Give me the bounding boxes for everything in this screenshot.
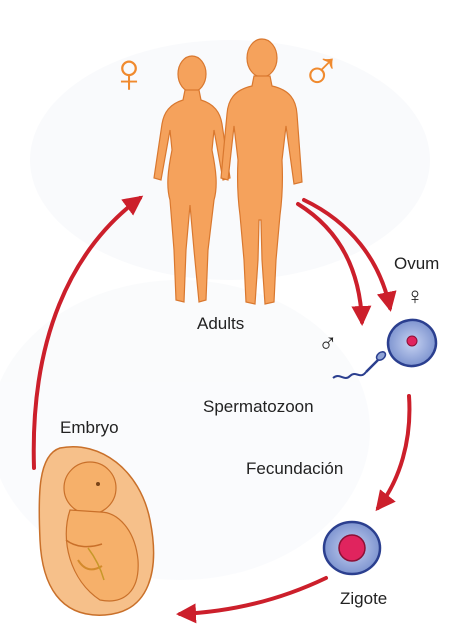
sperm-male-symbol: ♂: [318, 328, 338, 359]
label-adults: Adults: [197, 314, 244, 334]
arrow-zigote-to-embryo: [180, 578, 326, 614]
label-ovum: Ovum: [394, 254, 439, 274]
ovum-cell: [384, 316, 439, 370]
zigote-cell: [324, 522, 380, 574]
male-symbol: ♂: [300, 38, 342, 103]
female-symbol: ♀: [108, 40, 150, 105]
label-embryo: Embryo: [60, 418, 119, 438]
arrow-ovum-to-zigote: [378, 396, 409, 508]
ovum-female-symbol: ♀: [406, 283, 424, 311]
label-zigote: Zigote: [340, 589, 387, 609]
label-fecundacion: Fecundación: [246, 459, 343, 479]
label-spermatozoon: Spermatozoon: [203, 397, 314, 417]
